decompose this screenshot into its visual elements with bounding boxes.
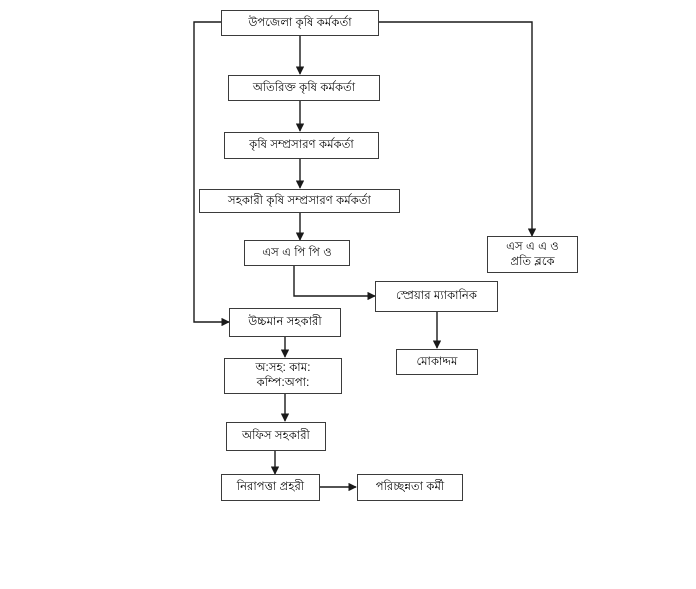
node-uchchoman-sohokari[interactable]: উচ্চমান সহকারী: [229, 308, 341, 337]
node-label-line-1: এস এ এ ও: [506, 240, 559, 253]
node-label-line: অতিরিক্ত কৃষি কর্মকর্তা: [252, 81, 356, 94]
node-label-line: এস এ পি পি ও: [262, 246, 332, 259]
node-label-line: অফিস সহকারী: [242, 430, 310, 443]
node-es-a-a-o-proti-bloke[interactable]: এস এ এ ও প্রতি ব্লকে: [487, 236, 578, 273]
node-porichchonnota-kormi[interactable]: পরিচ্ছন্নতা কর্মী: [357, 474, 463, 501]
node-label-line: সহকারী কৃষি সম্প্রসারণ কর্মকর্তা: [228, 194, 371, 207]
node-label-line: পরিচ্ছন্নতা কর্মী: [375, 481, 445, 494]
node-upazila-krishi-kormokorta[interactable]: উপজেলা কৃষি কর্মকর্তা: [221, 10, 379, 36]
node-osoho-kam-kompi-opa[interactable]: অ:সহ: কাম: কম্পি:অপা:: [224, 358, 342, 394]
node-krishi-somprosaron-kormokorta[interactable]: কৃষি সম্প্রসারণ কর্মকর্তা: [224, 132, 379, 159]
node-mokaddom[interactable]: মোকাদ্দম: [396, 349, 478, 375]
node-label-line: মোকাদ্দম: [416, 355, 458, 368]
edge-sappo-to-sprayer: [293, 266, 376, 301]
node-label-line-2: কম্পি:অপা:: [256, 377, 310, 389]
node-label-line: নিরাপত্তা প্রহরী: [236, 481, 305, 494]
node-otirikto-krishi-kormokorta[interactable]: অতিরিক্ত কৃষি কর্মকর্তা: [228, 75, 380, 101]
node-label-line: উচ্চমান সহকারী: [248, 316, 322, 329]
node-label-line: উপজেলা কৃষি কর্মকর্তা: [248, 16, 352, 29]
edge-upazila-to-esaao: [379, 21, 537, 237]
node-sohokari-krishi-somprosaron-kormokorta[interactable]: সহকারী কৃষি সম্প্রসারণ কর্মকর্তা: [199, 189, 400, 213]
node-office-sohokari[interactable]: অফিস সহকারী: [226, 422, 326, 451]
edge-upazila-to-uchchoman: [193, 21, 230, 327]
node-es-a-pi-pi-o[interactable]: এস এ পি পি ও: [244, 240, 350, 266]
node-label-line-1: অ:সহ: কাম:: [255, 362, 311, 375]
node-label-line-2: প্রতি ব্লকে: [510, 255, 555, 268]
node-sprayer-mechanic[interactable]: স্প্রেয়ার ম্যাকানিক: [375, 281, 498, 312]
node-label-line: কৃষি সম্প্রসারণ কর্মকর্তা: [249, 139, 354, 152]
node-nirapotta-prohori[interactable]: নিরাপত্তা প্রহরী: [221, 474, 320, 501]
node-label-line: স্প্রেয়ার ম্যাকানিক: [396, 290, 477, 303]
